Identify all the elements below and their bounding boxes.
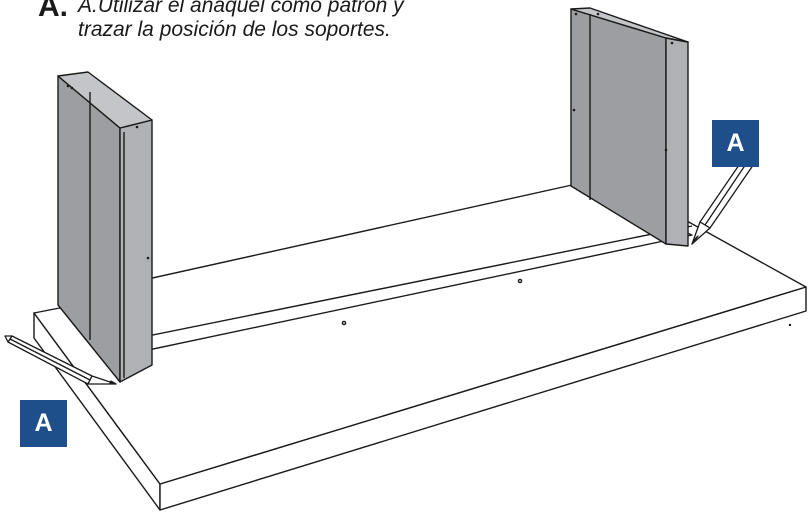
shelf-hole <box>517 278 523 284</box>
callout-label-left: A <box>20 400 67 447</box>
right-support <box>570 7 689 247</box>
callout-label-right: A <box>712 120 759 167</box>
right-support-front-face <box>665 37 689 247</box>
instruction-text: A.Utilizar el anaquel como patrón y traz… <box>78 0 404 42</box>
left-support-front-face <box>119 119 153 383</box>
left-support-flange <box>57 71 153 129</box>
instruction-line-2: trazar la posición de los soportes. <box>78 18 391 42</box>
instruction-line-1: A.Utilizar el anaquel como patrón y <box>78 0 404 17</box>
pencil-left <box>4 335 117 385</box>
left-support <box>57 71 153 383</box>
right-support-flange <box>570 7 689 43</box>
shelf-hole <box>341 320 347 326</box>
step-letter: A. <box>38 0 68 23</box>
